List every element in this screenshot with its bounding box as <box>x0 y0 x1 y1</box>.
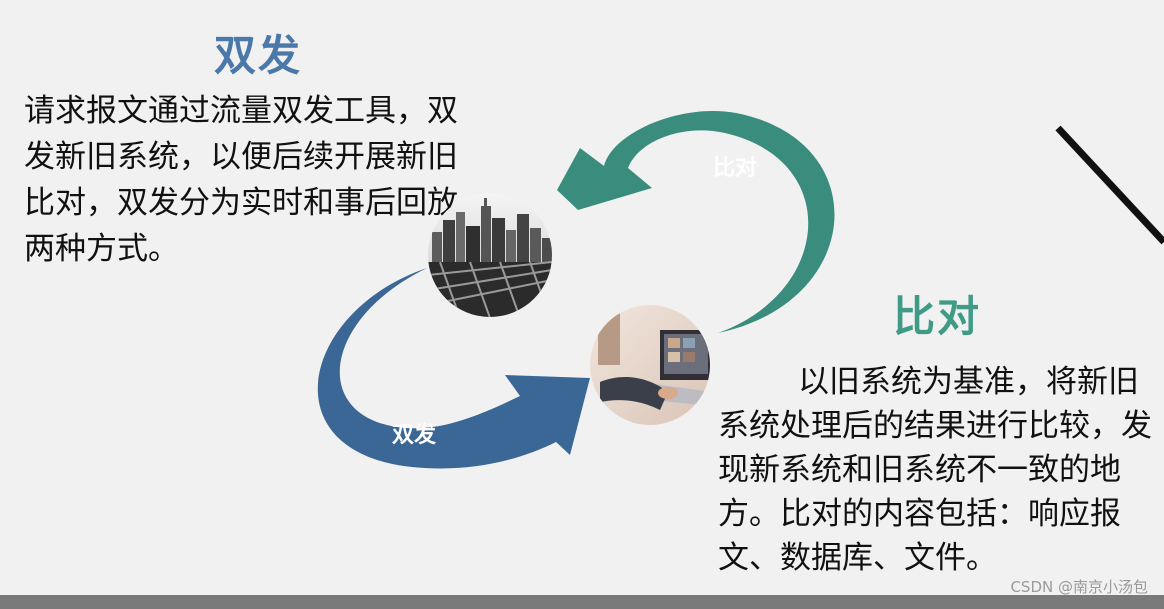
compare-arrow <box>557 111 835 333</box>
footer-bar <box>0 595 1164 609</box>
diagonal-line <box>1055 125 1164 245</box>
watermark: CSDN @南京小汤包 <box>1010 578 1148 596</box>
double-send-arrow <box>317 268 590 469</box>
section-title-double-send: 双发 <box>214 31 303 80</box>
double-send-description: 请求报文通过流量双发工具，双发新旧系统，以便后续开展新旧比对，双发分为实时和事后… <box>24 93 458 267</box>
compare-description: 以旧系统为基准，将新旧系统处理后的结果进行比较，发现新系统和旧系统不一致的地方。… <box>718 364 1152 576</box>
double-send-arrow-label: 双发 <box>392 422 437 448</box>
laptop-typing-photo <box>590 305 710 425</box>
city-skyline-photo <box>428 193 552 317</box>
section-title-compare: 比对 <box>893 292 982 341</box>
compare-arrow-label: 比对 <box>713 156 757 181</box>
